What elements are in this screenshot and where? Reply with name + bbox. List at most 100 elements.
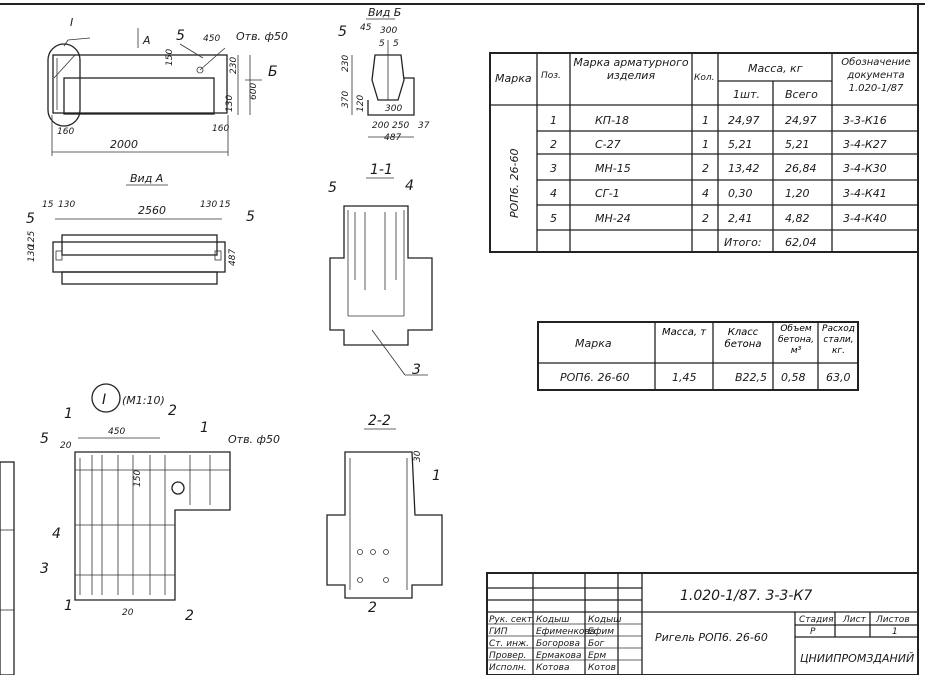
dimension: 230 — [229, 57, 239, 74]
pos-label: 2 — [185, 608, 194, 624]
section-title: 1-1 — [370, 162, 393, 178]
view-a: Вид А 15 130 2560 130 15 5 5 125 130 487 — [26, 172, 255, 285]
dimension: 300 — [380, 26, 397, 36]
svg-text:Котова: Котова — [536, 663, 569, 673]
header-item: Марка арматурного изделия — [573, 56, 689, 82]
plan-view: I А 5 450 Отв. ф50 Б 150 230 600 130 160… — [47, 16, 288, 156]
pos-label: 5 — [246, 209, 255, 225]
header-volume: Объем бетона, м³ — [777, 324, 815, 356]
dimension: 130 — [58, 200, 75, 210]
svg-text:Ермакова: Ермакова — [536, 651, 581, 661]
header-class: Класс бетона — [724, 327, 762, 350]
summary-table: Марка Масса, т Класс бетона Объем бетона… — [537, 321, 859, 391]
dimension: 150 — [165, 49, 175, 66]
dimension: 20 — [122, 608, 134, 618]
dimension: 125 — [27, 231, 37, 248]
dimension: 130 — [225, 95, 235, 112]
specification-table: Марка Поз. Марка арматурного изделия Кол… — [489, 52, 919, 253]
svg-text:Бог: Бог — [588, 639, 605, 649]
dimension: 120 — [356, 95, 366, 112]
pos-label: 4 — [405, 178, 414, 194]
svg-text:1,20: 1,20 — [785, 187, 810, 200]
svg-text:Богорова: Богорова — [536, 639, 580, 649]
svg-text:4: 4 — [702, 187, 709, 200]
dimension: 15 — [219, 200, 231, 210]
sheet-label: Лист — [842, 615, 867, 625]
dimension: 200 — [372, 121, 389, 131]
dimension: 160 — [212, 124, 229, 134]
cell-mass: 1,45 — [672, 371, 697, 384]
document-designation: 1.020-1/87. 3-3-К7 — [680, 588, 812, 604]
svg-text:1: 1 — [550, 114, 557, 127]
dimension: 30 — [413, 450, 423, 462]
svg-text:ГИП: ГИП — [489, 627, 508, 637]
detail-label: I — [102, 392, 106, 408]
header-qty: Кол. — [694, 73, 715, 83]
section-2-2: 2-2 30 1 2 — [326, 413, 443, 616]
hole-label: Отв. ф50 — [228, 433, 280, 446]
dimension: 15 — [42, 200, 54, 210]
header-mass-total: Всего — [785, 88, 818, 101]
svg-text:Кодыш: Кодыш — [588, 615, 621, 625]
header-mass-unit: 1шт. — [733, 88, 760, 101]
svg-text:Исполн.: Исполн. — [489, 663, 527, 673]
dimension: 20 — [60, 441, 72, 451]
svg-text:4,82: 4,82 — [785, 212, 810, 225]
pos-label: 2 — [168, 403, 177, 419]
dimension: 250 — [392, 121, 409, 131]
cut-label: 1 — [64, 406, 73, 422]
svg-text:1: 1 — [702, 138, 709, 151]
mark-value: РОП6. 26-60 — [508, 148, 521, 218]
svg-text:5,21: 5,21 — [785, 138, 810, 151]
svg-text:МН-15: МН-15 — [595, 162, 631, 175]
pos-label: 4 — [52, 526, 61, 542]
dimension: 5 — [379, 39, 385, 49]
staff-row: Провер. Ермакова Ерм — [489, 651, 606, 661]
dimension: 130 — [200, 200, 217, 210]
dimension: 600 — [249, 83, 259, 100]
header-doc: Обозначение документа 1.020-1/87 — [841, 57, 911, 94]
pos-label: 1 — [200, 420, 209, 436]
title-block: 1.020-1/87. 3-3-К7 Ригель РОП6. 26-60 Ст… — [486, 572, 919, 675]
view-b-arrow-label: Б — [268, 64, 278, 80]
pos-label: 5 — [176, 28, 185, 44]
detail-scale: (М1:10) — [122, 394, 165, 407]
pos-label: 5 — [40, 431, 49, 447]
dimension: 2560 — [138, 204, 166, 217]
hole-label: Отв. ф50 — [236, 30, 288, 43]
pos-label: 3 — [40, 561, 49, 577]
header-mark: Марка — [575, 337, 612, 350]
pos-label: 3 — [412, 362, 421, 378]
section-1-1: 1-1 5 4 3 — [328, 162, 433, 378]
dimension: 450 — [203, 34, 220, 44]
sheets-value: 1 — [892, 627, 898, 637]
svg-text:Кодыш: Кодыш — [536, 615, 569, 625]
dimension: 450 — [108, 427, 125, 437]
detail-i: I (М1:10) 2 1 5 4 3 2 450 150 Отв. ф50 2… — [40, 383, 280, 624]
cell-steel: 63,0 — [826, 371, 851, 384]
svg-text:26,84: 26,84 — [785, 162, 817, 175]
stage-label: Стадия — [799, 615, 834, 625]
dimension: 300 — [385, 104, 402, 114]
view-title: Вид Б — [368, 6, 401, 19]
svg-text:3-4-К30: 3-4-К30 — [843, 162, 887, 175]
svg-text:2,41: 2,41 — [728, 212, 753, 225]
side-stamp — [0, 461, 15, 675]
section-title: 2-2 — [368, 413, 391, 429]
view-b: Вид Б 5 45 300 5 5 230 370 120 300 200 2… — [338, 6, 430, 143]
dimension: 160 — [57, 127, 74, 137]
dimension: 5 — [393, 39, 399, 49]
svg-text:Ефименкова: Ефименкова — [536, 627, 595, 637]
cell-mark: РОП6. 26-60 — [560, 371, 630, 384]
svg-text:Ерм: Ерм — [588, 651, 606, 661]
svg-text:Провер.: Провер. — [489, 651, 526, 661]
total-label: Итого: — [724, 236, 762, 249]
svg-text:5,21: 5,21 — [728, 138, 753, 151]
header-mass: Масса, кг — [748, 62, 803, 75]
